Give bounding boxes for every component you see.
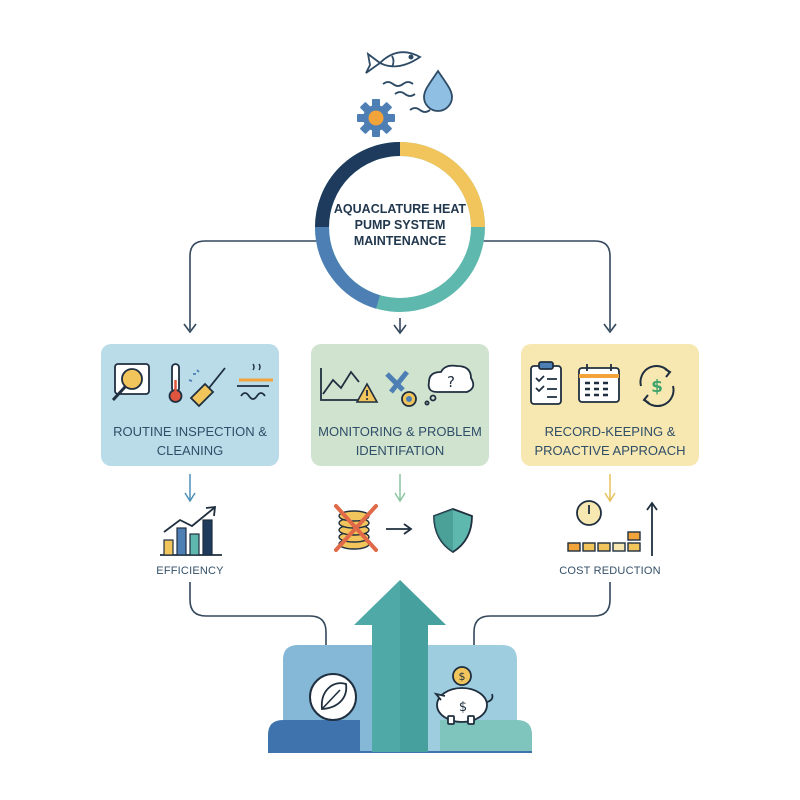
arrow-down-green [394, 474, 406, 503]
cost-reduction-label: COST REDUCTION [559, 565, 661, 577]
arrow-down-yellow [604, 474, 616, 503]
svg-text:$: $ [459, 670, 466, 683]
card-3-title: RECORD-KEEPING & PROACTIVE APPROACH [534, 424, 686, 458]
card-2-title: MONITORING & PROBLEM IDENTIFATION [318, 424, 482, 458]
cost-bars-icon [567, 501, 658, 556]
line-chart-icon [320, 368, 369, 401]
card-2-icons: ? [320, 364, 475, 407]
connector-right [482, 240, 617, 334]
connector-center [393, 318, 407, 335]
calendar-icon [578, 364, 620, 403]
connector-left [183, 240, 320, 334]
brush-icon [188, 367, 226, 408]
diagram-title: AQUACLATURE HEAT PUMP SYSTEM MAINTENANCE [333, 202, 467, 248]
growth-arrow [354, 580, 446, 752]
connector-efficiency-to-base [189, 582, 327, 648]
leaf-icon [309, 673, 357, 721]
card-1-title: ROUTINE INSPECTION & CLEANING [113, 424, 267, 458]
coin-stack-cross-icon [334, 504, 413, 552]
efficiency-label: EFFICIENCY [156, 565, 224, 577]
svg-text:?: ? [447, 373, 455, 391]
card-monitoring: ? MONITORING & PROBLEM IDENTIFATION [311, 344, 489, 466]
svg-text:$: $ [651, 377, 663, 397]
card-routine-inspection: ROUTINE INSPECTION & CLEANING [101, 344, 279, 466]
bar-chart-icon [160, 505, 222, 556]
svg-text:$: $ [459, 700, 467, 715]
piggy-bank-icon: $ $ [433, 666, 494, 725]
wave-icon [382, 81, 431, 113]
warning-icon [355, 382, 379, 403]
shield-icon [433, 508, 473, 554]
card-record-keeping: $ RECORD-KEEPING & PROACTIVE APPROACH [521, 344, 699, 466]
card-3-icons: $ [530, 361, 675, 407]
clipboard-icon [530, 361, 562, 405]
gear-icon [357, 99, 395, 137]
question-cloud-icon: ? [424, 364, 475, 406]
arrow-down-blue [184, 474, 196, 503]
vent-icon [237, 363, 273, 400]
wrench-icon [385, 370, 417, 407]
fish-icon [365, 51, 422, 74]
water-drop-icon [423, 69, 453, 112]
title-ring [314, 142, 485, 312]
thermometer-icon [168, 363, 183, 403]
magnifier-icon [111, 363, 150, 402]
connector-cost-to-base [473, 582, 611, 648]
dollar-cycle-icon: $ [639, 365, 675, 407]
clock-icon [576, 500, 602, 526]
card-1-icons [111, 363, 273, 408]
